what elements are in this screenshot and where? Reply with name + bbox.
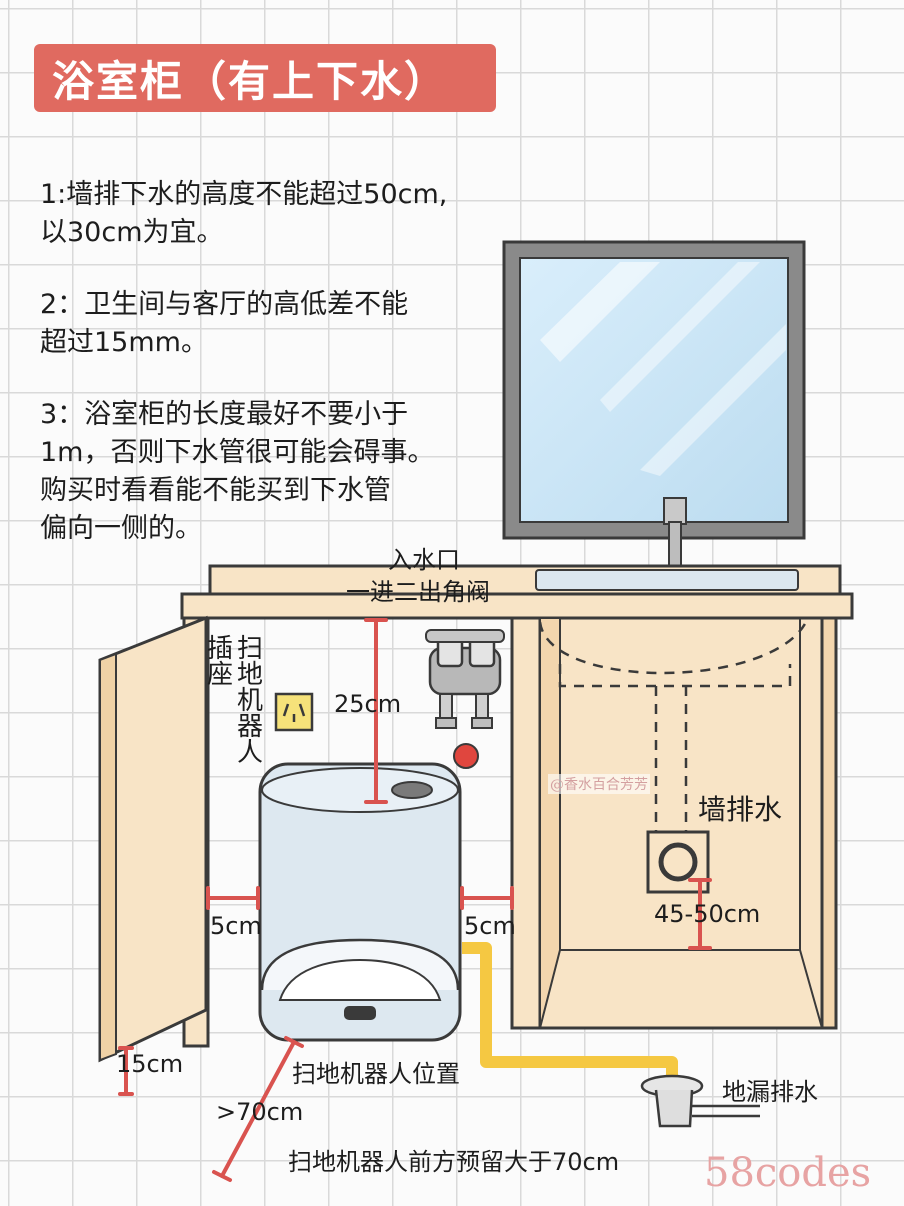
- dim-bottom-label: 15cm: [116, 1050, 184, 1078]
- note-2-line-2: 超过15mm。: [40, 327, 208, 358]
- note-2: 2：卫生间与客厅的高低差不能 超过15mm。: [40, 286, 510, 362]
- basin-outline: [538, 621, 808, 838]
- dim-front-label: >70cm: [216, 1098, 304, 1126]
- wall-drain-icon: [646, 830, 710, 894]
- mirror: [502, 240, 806, 540]
- note-3: 3：浴室柜的长度最好不要小于 1m，否则下水管很可能会碍事。 购买时看看能不能买…: [40, 396, 510, 548]
- angle-valve-icon: [425, 629, 505, 769]
- dim-left-gap-label: 5cm: [210, 912, 262, 940]
- note-2-line-1: 2：卫生间与客厅的高低差不能: [40, 289, 409, 320]
- note-1: 1:墙排下水的高度不能超过50cm, 以30cm为宜。: [40, 176, 510, 252]
- robot-station-icon: [258, 762, 462, 1042]
- floor-drain-pipe: [462, 942, 678, 1084]
- dim-top-label: 25cm: [334, 690, 402, 718]
- note-3-line-3: 购买时看看能不能买到下水管: [40, 475, 391, 506]
- socket-label: 插座: [206, 634, 233, 690]
- author-watermark: @香水百合芳芳: [548, 774, 650, 794]
- site-watermark: 58codes: [704, 1150, 872, 1196]
- cabinet-door: [98, 615, 208, 1063]
- wall-drain-label: 墙排水: [698, 793, 783, 826]
- inlet-label: 入水口: [388, 546, 460, 574]
- page-title: 浴室柜（有上下水）: [34, 44, 496, 112]
- note-1-line-2: 以30cm为宜。: [40, 217, 224, 248]
- dim-right-gap-label: 5cm: [464, 912, 516, 940]
- front-note-label: 扫地机器人前方预留大于70cm: [288, 1148, 620, 1176]
- note-3-line-4: 偏向一侧的。: [40, 513, 202, 544]
- wall-drain-height-label: 45-50cm: [654, 900, 761, 928]
- note-3-line-1: 3：浴室柜的长度最好不要小于: [40, 399, 409, 430]
- floor-drain-icon: [640, 1074, 760, 1128]
- countertop: [180, 564, 854, 620]
- socket-icon: [274, 692, 314, 732]
- robot-vertical-label: 扫地机器人: [236, 634, 263, 768]
- robot-position-label: 扫地机器人位置: [292, 1060, 460, 1088]
- dimension-lines: [118, 618, 712, 1182]
- note-1-line-1: 1:墙排下水的高度不能超过50cm,: [40, 179, 448, 210]
- floor-drain-label: 地漏排水: [722, 1078, 818, 1106]
- note-3-line-2: 1m，否则下水管很可能会碍事。: [40, 437, 435, 468]
- angle-valve-label: 一进二出角阀: [346, 578, 490, 606]
